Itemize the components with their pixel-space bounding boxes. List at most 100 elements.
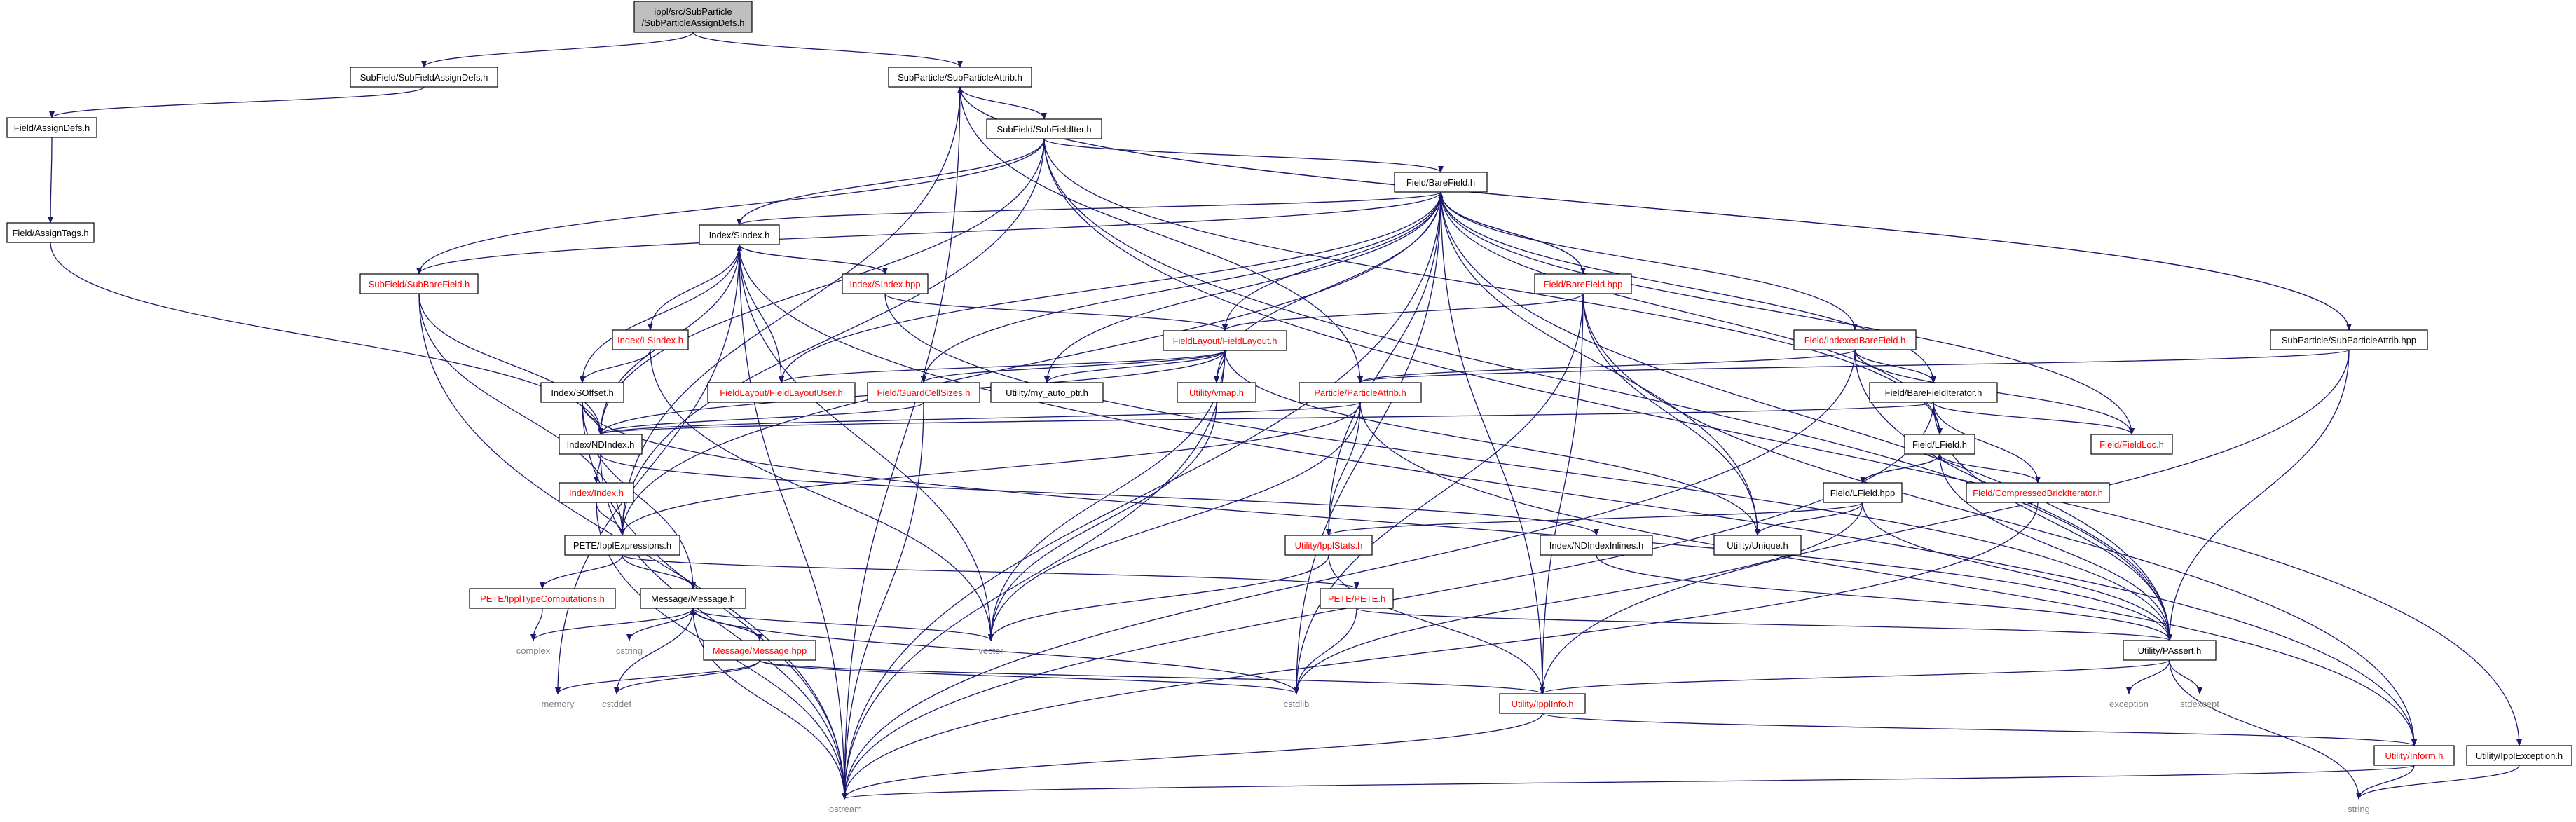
edge-barefield_h-to-guardcellsizes [921, 191, 1441, 383]
node-ipplstats[interactable]: Utility/IpplStats.h [1284, 535, 1373, 556]
node-box-sindex_h [699, 224, 780, 245]
node-barefielditerator[interactable]: Field/BareFieldIterator.h [1869, 382, 1998, 403]
edge-passert-to-string [2169, 659, 2362, 800]
node-sindex_hpp[interactable]: Index/SIndex.hpp [842, 273, 929, 294]
edge-lfield_h-to-compressedbrick [1939, 453, 2041, 484]
node-box-indexedbarefield [1793, 329, 1917, 350]
node-message_hpp[interactable]: Message/Message.hpp [703, 640, 816, 661]
node-passert[interactable]: Utility/PAssert.h [2123, 640, 2217, 661]
edge-barefield_hpp-to-fieldlayout [1222, 293, 1584, 331]
node-subparticleattrib_h[interactable]: SubParticle/SubParticleAttrib.h [888, 67, 1032, 88]
node-string: string [2348, 804, 2370, 814]
node-index_h[interactable]: Index/Index.h [559, 482, 634, 503]
edge-barefield_h-to-fieldloc [1440, 191, 2135, 435]
edge-indexedbarefield-to-barefielditerator [1854, 349, 1936, 383]
node-label-lfield_hpp: Field/LField.hpp [1830, 488, 1896, 498]
node-ndindexinlines[interactable]: Index/NDIndexInlines.h [1540, 535, 1653, 556]
node-label-complex: complex [516, 645, 551, 656]
node-my_auto_ptr[interactable]: Utility/my_auto_ptr.h [990, 382, 1104, 403]
node-subfielditer[interactable]: SubField/SubFieldIter.h [986, 118, 1102, 139]
node-label-subbarefield: SubField/SubBareField.h [369, 279, 470, 289]
edge-barefield_h-to-ipplstats [1326, 191, 1441, 536]
node-box-barefielditerator [1869, 382, 1998, 403]
node-inform[interactable]: Utility/Inform.h [2373, 745, 2455, 766]
node-label-my_auto_ptr: Utility/my_auto_ptr.h [1006, 388, 1088, 398]
node-box-inform [2373, 745, 2455, 766]
node-message_h[interactable]: Message/Message.h [640, 588, 746, 609]
node-assigndefs[interactable]: Field/AssignDefs.h [6, 117, 97, 138]
node-ipplexpressions[interactable]: PETE/IpplExpressions.h [564, 535, 680, 556]
node-unique[interactable]: Utility/Unique.h [1713, 535, 1802, 556]
node-label-index_h: Index/Index.h [569, 488, 624, 498]
node-label-soffset: Index/SOffset.h [551, 388, 613, 398]
edge-sindex_h-to-memory [555, 244, 740, 694]
node-barefield_h[interactable]: Field/BareField.h [1394, 172, 1488, 193]
node-fieldlayout[interactable]: FieldLayout/FieldLayout.h [1163, 330, 1287, 351]
edge-barefield_h-to-vmap [1214, 191, 1441, 383]
edge-ippltypecomp-to-complex [530, 608, 543, 641]
edge-message_hpp-to-memory [555, 659, 760, 694]
edge-barefield_h-to-unique [1440, 191, 1760, 536]
node-label-root: ippl/src/SubParticle [654, 6, 732, 17]
node-label-ipplexception: Utility/IpplException.h [2476, 751, 2563, 761]
edge-ndindex_h-to-iostream [600, 453, 847, 800]
node-label-assigndefs: Field/AssignDefs.h [14, 123, 90, 133]
edge-subfielditer-to-ndindex_h [598, 138, 1045, 435]
node-vmap[interactable]: Utility/vmap.h [1177, 382, 1256, 403]
edge-guardcellsizes-to-ndindex_h [598, 402, 924, 435]
node-label-barefielditerator: Field/BareFieldIterator.h [1885, 388, 1982, 398]
edge-barefield_hpp-to-cstdlib [1294, 293, 1584, 694]
node-compressedbrick[interactable]: Field/CompressedBrickIterator.h [1966, 482, 2110, 503]
node-subparticleattrib_hpp[interactable]: SubParticle/SubParticleAttrib.hpp [2270, 329, 2428, 350]
edge-ipplinfo-to-iostream [842, 713, 1543, 800]
node-lfield_h[interactable]: Field/LField.h [1904, 434, 1975, 455]
node-label-subparticleattrib_hpp: SubParticle/SubParticleAttrib.hpp [2282, 335, 2416, 345]
node-root[interactable]: ippl/src/SubParticle/SubParticleAssignDe… [633, 1, 753, 33]
node-box-subparticleattrib_h [888, 67, 1032, 88]
edge-fieldlayout-to-guardcellsizes [921, 350, 1226, 383]
node-indexedbarefield[interactable]: Field/IndexedBareField.h [1793, 329, 1917, 350]
edge-particleattrib-to-ipplexpressions [619, 402, 1361, 536]
node-label-root: /SubParticleAssignDefs.h [642, 18, 745, 28]
node-subfieldassigndefs[interactable]: SubField/SubFieldAssignDefs.h [350, 67, 498, 88]
node-fieldlayoutuser[interactable]: FieldLayout/FieldLayoutUser.h [707, 382, 856, 403]
node-pete_h[interactable]: PETE/PETE.h [1320, 588, 1394, 609]
node-ipplexception[interactable]: Utility/IpplException.h [2466, 745, 2572, 766]
node-box-ndindexinlines [1540, 535, 1653, 556]
node-lsindex[interactable]: Index/LSIndex.h [612, 329, 689, 350]
node-ndindex_h[interactable]: Index/NDIndex.h [559, 434, 643, 455]
node-sindex_h[interactable]: Index/SIndex.h [699, 224, 780, 245]
edge-inform-to-iostream [842, 765, 2415, 800]
edge-subparticleattrib_hpp-to-particleattrib [1357, 349, 2350, 383]
edge-subfielditer-to-passert [1043, 138, 2172, 641]
edge-subfielditer-to-ipplexpressions [619, 138, 1045, 536]
edge-indexedbarefield-to-particleattrib [1357, 349, 1856, 383]
node-box-index_h [559, 482, 634, 503]
edge-ndindex_h-to-ndindexinlines [600, 453, 1599, 536]
node-barefield_hpp[interactable]: Field/BareField.hpp [1534, 273, 1632, 294]
node-box-subbarefield [359, 273, 479, 294]
node-subbarefield[interactable]: SubField/SubBareField.h [359, 273, 479, 294]
edge-barefield_h-to-ipplexpressions [619, 191, 1441, 536]
node-label-lfield_h: Field/LField.h [1912, 439, 1967, 450]
node-ipplinfo[interactable]: Utility/IpplInfo.h [1499, 693, 1586, 714]
node-box-message_h [640, 588, 746, 609]
node-cstring: cstring [616, 645, 643, 656]
edge-message_h-to-iostream [692, 608, 847, 800]
node-assigntags[interactable]: Field/AssignTags.h [6, 222, 95, 243]
node-guardcellsizes[interactable]: Field/GuardCellSizes.h [867, 382, 980, 403]
node-label-cstddef: cstddef [602, 699, 631, 709]
node-label-string: string [2348, 804, 2370, 814]
node-label-particleattrib: Particle/ParticleAttrib.h [1314, 388, 1406, 398]
node-ippltypecomp[interactable]: PETE/IpplTypeComputations.h [469, 588, 616, 609]
edge-lsindex-to-vector [650, 349, 994, 641]
node-box-ippltypecomp [469, 588, 616, 609]
node-lfield_hpp[interactable]: Field/LField.hpp [1823, 482, 1903, 503]
edge-index_h-to-ipplexpressions [596, 502, 625, 536]
node-fieldloc[interactable]: Field/FieldLoc.h [2090, 434, 2173, 455]
node-label-vector: vector [978, 645, 1003, 656]
node-particleattrib[interactable]: Particle/ParticleAttrib.h [1299, 382, 1422, 403]
node-box-ipplstats [1284, 535, 1373, 556]
node-soffset[interactable]: Index/SOffset.h [540, 382, 624, 403]
